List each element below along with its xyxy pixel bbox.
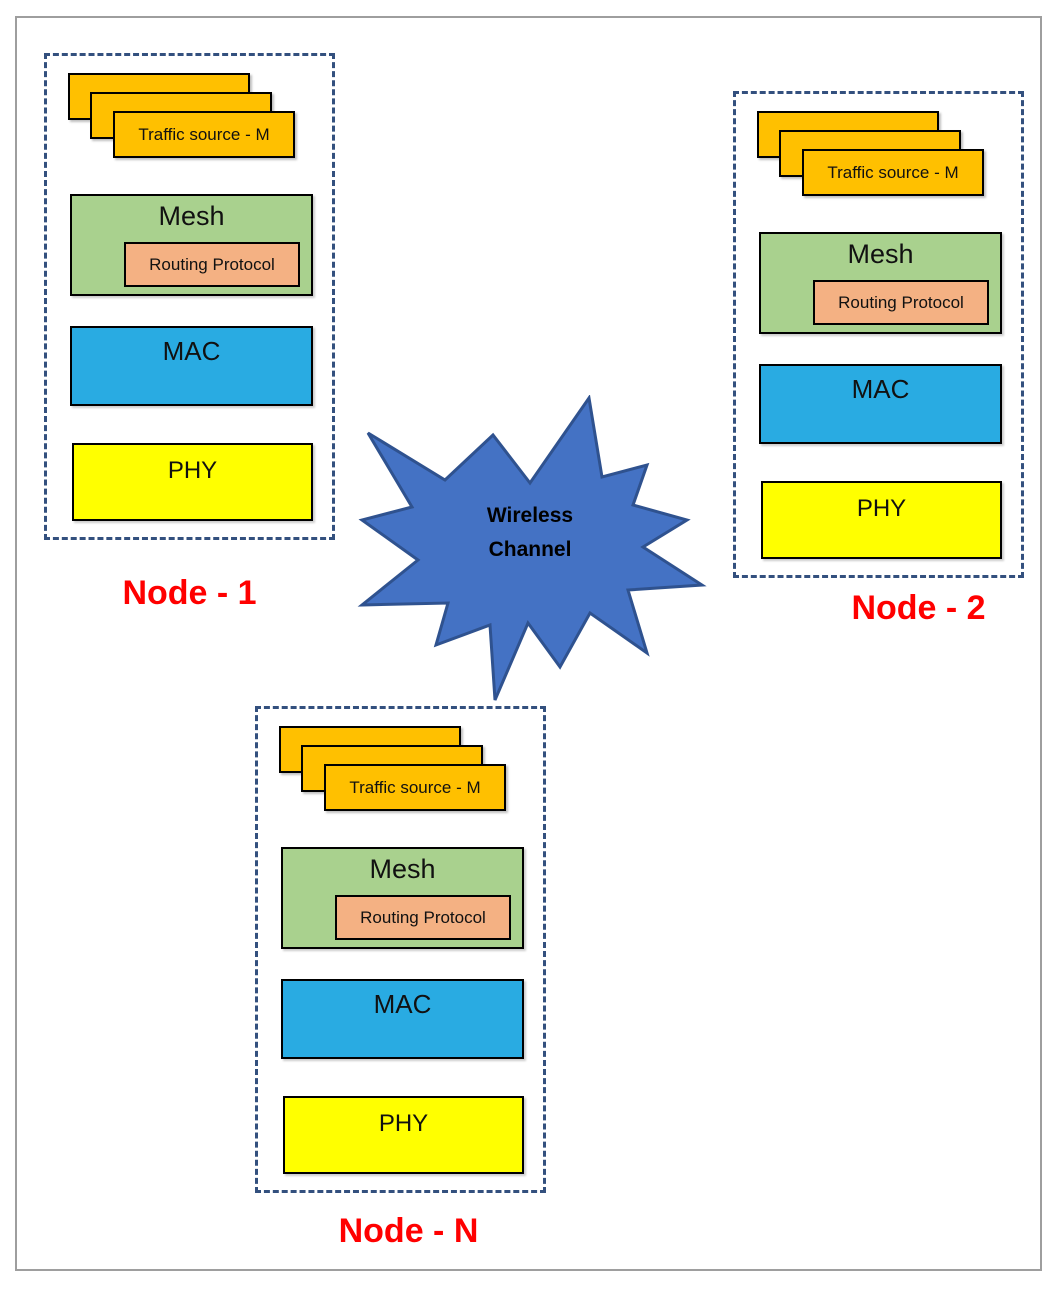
traffic-source-label: Traffic source - M	[349, 777, 481, 797]
node-2-group: Traffic source - M Mesh Routing Protocol…	[733, 91, 1024, 627]
phy-layer: PHY	[72, 443, 313, 521]
mac-layer: MAC	[759, 364, 1002, 444]
mesh-layer: Mesh Routing Protocol	[759, 232, 1002, 334]
starburst-shape	[357, 395, 707, 701]
node-1-group: Traffic source - M Mesh Routing Protocol…	[44, 53, 335, 612]
mesh-label: Mesh	[369, 854, 436, 884]
traffic-source-stack: Traffic source - M	[68, 73, 300, 163]
node-n-group: Traffic source - M Mesh Routing Protocol…	[255, 706, 546, 1250]
traffic-source-label: Traffic source - M	[827, 162, 959, 182]
node-1-dashed-box: Traffic source - M Mesh Routing Protocol…	[44, 53, 335, 540]
mac-layer: MAC	[281, 979, 524, 1059]
node-label: Node - 2	[851, 589, 986, 627]
wireless-channel-starburst: Wireless Channel	[350, 395, 710, 707]
phy-layer: PHY	[283, 1096, 524, 1174]
wireless-channel-line1: Wireless	[486, 504, 574, 527]
mesh-label: Mesh	[847, 239, 914, 269]
traffic-source-card-front: Traffic source - M	[802, 149, 984, 196]
node-n-dashed-box: Traffic source - M Mesh Routing Protocol…	[255, 706, 546, 1193]
traffic-source-card-front: Traffic source - M	[324, 764, 506, 811]
routing-protocol-box: Routing Protocol	[813, 280, 989, 325]
routing-protocol-box: Routing Protocol	[124, 242, 300, 287]
mac-layer: MAC	[70, 326, 313, 406]
mesh-layer: Mesh Routing Protocol	[70, 194, 313, 296]
node-label: Node - 1	[122, 574, 257, 612]
mesh-label: Mesh	[158, 201, 225, 231]
phy-layer: PHY	[761, 481, 1002, 559]
wireless-channel-line2: Channel	[488, 538, 572, 561]
node-2-dashed-box: Traffic source - M Mesh Routing Protocol…	[733, 91, 1024, 578]
node-label: Node - N	[338, 1212, 479, 1250]
mesh-layer: Mesh Routing Protocol	[281, 847, 524, 949]
traffic-source-stack: Traffic source - M	[757, 111, 989, 201]
traffic-source-card-front: Traffic source - M	[113, 111, 295, 158]
page-border	[15, 16, 1042, 1271]
traffic-source-stack: Traffic source - M	[279, 726, 511, 816]
routing-protocol-box: Routing Protocol	[335, 895, 511, 940]
wireless-channel-label: Wireless Channel	[350, 395, 710, 707]
traffic-source-label: Traffic source - M	[138, 124, 270, 144]
